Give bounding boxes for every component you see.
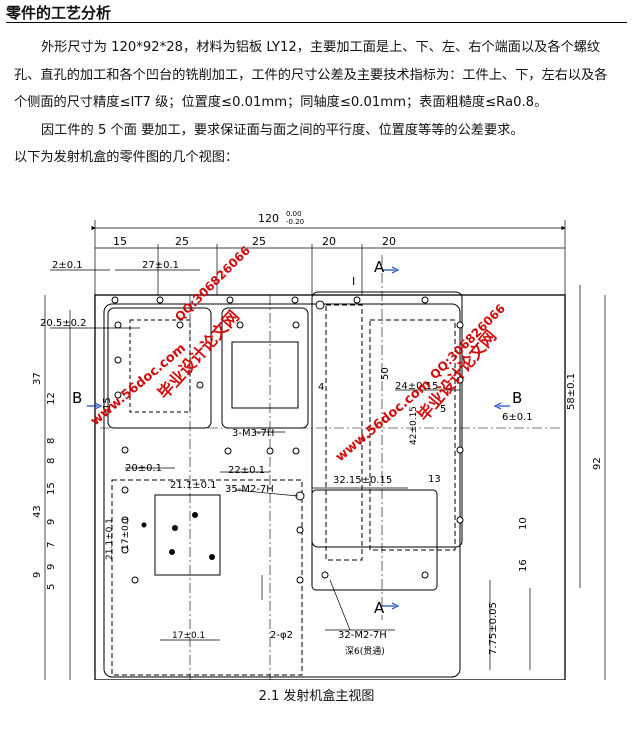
part-outline bbox=[94, 294, 566, 680]
callout-2-phi2: 2-φ2 bbox=[270, 630, 293, 641]
dim-120-lower-tol: -0.20 bbox=[286, 218, 304, 226]
callout-13: 13 bbox=[428, 474, 441, 485]
holes bbox=[111, 296, 464, 584]
callout-27: 27±0.1 bbox=[142, 260, 179, 271]
left-dim-12: 12 bbox=[46, 392, 57, 405]
dim-120-upper-tol: 0.00 bbox=[286, 210, 302, 218]
callout-20: 20±0.1 bbox=[125, 463, 162, 474]
callout-32-m2: 32-M2-7H bbox=[338, 630, 387, 641]
callout-20-5: 20.5±0.2 bbox=[40, 318, 87, 329]
solid-holes bbox=[141, 512, 215, 560]
dimension-lines bbox=[44, 220, 606, 680]
figure-caption: 2.1 发射机盒主视图 bbox=[258, 689, 375, 704]
section-b-right: B bbox=[512, 389, 522, 407]
pocket-bottom-right bbox=[311, 489, 438, 591]
engineering-drawing: 120 0.00 -0.20 15 25 25 20 20 2±0.1 27±0… bbox=[32, 210, 606, 680]
callout-4: 4 bbox=[318, 382, 324, 393]
right-dim-92: 92 bbox=[592, 457, 603, 470]
callout-21-1: 21.1±0.1 bbox=[170, 480, 217, 491]
left-dim-17: 17±0.1 bbox=[121, 517, 131, 550]
paragraph-3: 以下为发射机盒的零件图的几个视图： bbox=[14, 150, 239, 165]
pocket-lower-left-inner bbox=[154, 494, 221, 576]
callout-5: 5 bbox=[440, 404, 446, 415]
section-arrows bbox=[87, 266, 510, 610]
dim-25-b: 25 bbox=[252, 235, 266, 248]
right-dim-58: 58±0.1 bbox=[566, 373, 577, 410]
detail-label-i: I bbox=[352, 275, 355, 288]
left-dim-9-a: 9 bbox=[46, 519, 57, 525]
pocket-lower-left bbox=[111, 479, 303, 676]
callout-17: 17±0.1 bbox=[172, 631, 205, 641]
callout-42: 42±0.15 bbox=[409, 406, 419, 445]
left-dim-7: 7 bbox=[46, 542, 57, 548]
pocket-upper-left-inner bbox=[129, 319, 191, 413]
pocket-upper-middle-inner bbox=[231, 341, 299, 409]
outer-frame bbox=[94, 294, 566, 680]
left-dim-15-b: 15 bbox=[102, 397, 113, 410]
left-dim-8-b: 8 bbox=[46, 458, 57, 464]
section-heading: 零件的工艺分析 bbox=[6, 4, 112, 22]
left-dim-43: 43 bbox=[32, 505, 43, 518]
callout-2: 2±0.1 bbox=[52, 260, 83, 271]
leader-lines bbox=[234, 431, 395, 631]
left-dim-9-b: 9 bbox=[46, 564, 57, 570]
section-a-bottom: A bbox=[374, 599, 385, 617]
section-a-top: A bbox=[374, 258, 385, 276]
callout-24: 24±0.15 bbox=[395, 381, 438, 392]
pocket-right-slot bbox=[325, 304, 363, 561]
inner-frame bbox=[103, 303, 461, 678]
watermark-site-title-2: 毕业设计论文网 bbox=[414, 327, 501, 425]
centre-lines bbox=[100, 255, 560, 680]
right-dim-7-75: 7.75±0.05 bbox=[488, 602, 499, 655]
body-text: 外形尺寸为 120*92*28，材料为铝板 LY12，主要加工面是上、下、左、右… bbox=[14, 34, 620, 172]
right-dim-10: 10 bbox=[518, 517, 529, 530]
callout-32-15: 32.15±0.15 bbox=[333, 475, 392, 486]
pocket-right-inner bbox=[369, 319, 456, 551]
heading-rule bbox=[6, 22, 627, 23]
callout-35-m2: 35-M2-7H bbox=[225, 484, 274, 495]
callout-50: 50 bbox=[380, 367, 391, 380]
left-dim-9-c: 9 bbox=[32, 572, 43, 578]
callout-22: 22±0.1 bbox=[228, 465, 265, 476]
left-dim-21-1: 21.1±0.1 bbox=[105, 518, 115, 560]
paragraph-2: 因工件的 5 个面 要加工，要求保证面与面之间的平行度、位置度等等的公差要求。 bbox=[41, 122, 524, 138]
dim-15: 15 bbox=[113, 235, 127, 248]
paragraph-1: 外形尺寸为 120*92*28，材料为铝板 LY12，主要加工面是上、下、左、右… bbox=[14, 40, 608, 110]
callout-depth: 深6(贯通) bbox=[345, 646, 385, 657]
left-dim-8-a: 8 bbox=[46, 438, 57, 444]
left-dim-37: 37 bbox=[32, 372, 43, 385]
left-dim-15: 15 bbox=[46, 482, 57, 495]
callout-3-m3: 3-M3-7H bbox=[232, 428, 274, 439]
dim-120: 120 bbox=[258, 212, 279, 225]
dim-25-a: 25 bbox=[175, 235, 189, 248]
pocket-right bbox=[311, 291, 463, 548]
pockets bbox=[107, 291, 463, 676]
dim-20-a: 20 bbox=[322, 235, 336, 248]
dim-20-b: 20 bbox=[382, 235, 396, 248]
right-dim-16: 16 bbox=[518, 559, 529, 572]
section-b-left: B bbox=[72, 389, 82, 407]
callout-6: 6±0.1 bbox=[502, 412, 533, 423]
left-dim-5: 5 bbox=[46, 584, 57, 590]
watermark-qq-1: QQ:306826066 bbox=[172, 243, 253, 324]
